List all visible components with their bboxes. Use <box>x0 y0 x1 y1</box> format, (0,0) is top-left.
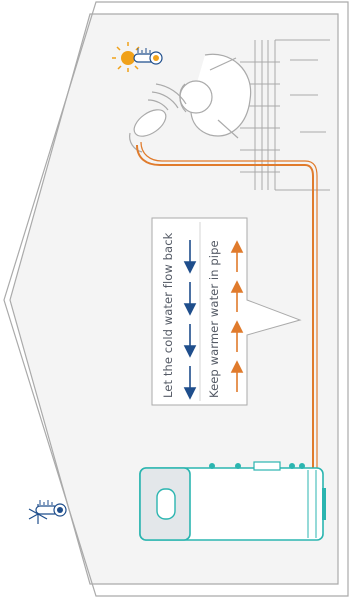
water-heater-icon <box>139 461 326 541</box>
person-icon <box>179 53 252 139</box>
cold-thermometer-icon <box>28 500 67 524</box>
hot-water-pipe <box>136 141 318 470</box>
warm-arrows <box>230 240 244 392</box>
shower-icon <box>129 83 187 153</box>
keep-warm-label: Keep warmer water in pipe <box>207 240 221 398</box>
hot-thermometer-icon <box>112 42 163 72</box>
cold-arrows <box>183 240 197 400</box>
cold-flow-label: Let the cold water flow back <box>161 232 175 398</box>
